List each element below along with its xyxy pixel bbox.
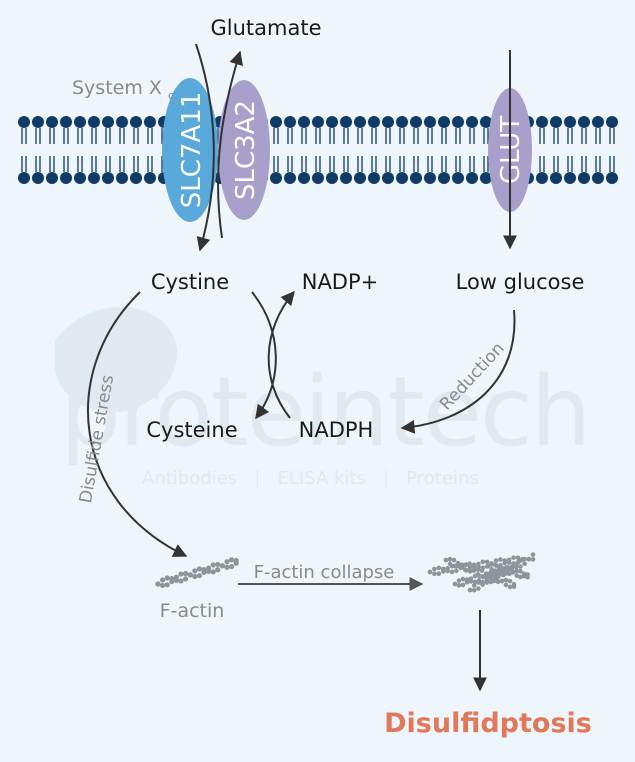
slc7a11-label: SLC7A11 [177,92,207,209]
low-glucose-label: Low glucose [456,270,585,294]
slc3a2-label: SLC3A2 [231,100,261,200]
nadph-to-nadp-arrow [267,290,295,419]
disulfidptosis-label: Disulfidptosis [384,708,592,739]
f-actin-label: F-actin [160,600,225,622]
cystine-to-cysteine-arrow [251,291,277,420]
f-actin-filament-icon [155,557,239,589]
watermark-logo-icon [55,306,178,413]
transporter-slc7a11: SLC7A11 [162,78,218,222]
svg-text:System X c -: System X c - [72,76,184,104]
watermark: proteintech ® Antibodies | ELISA kits | … [55,306,592,489]
glutamate-label: Glutamate [211,16,322,40]
reduction-arrow [400,309,516,434]
nadph-label: NADPH [299,418,374,442]
system-label-main: System X [72,77,162,99]
f-actin-collapse-label: F-actin collapse [254,562,395,583]
cystine-label: Cystine [151,270,229,294]
disulfide-stress-arrow [87,291,188,557]
system-xc-label: System X c - [72,76,184,104]
glutamate-export-arrow [217,50,243,239]
watermark-tagline: Antibodies | ELISA kits | Proteins [142,468,479,489]
transporter-slc3a2: SLC3A2 [218,80,270,220]
cysteine-label: Cysteine [146,418,237,442]
watermark-registered: ® [488,390,504,409]
system-label-superscript: - [180,76,184,89]
system-label-subscript: c [168,89,174,102]
cystine-import-arrow [195,43,215,252]
collapsed-actin-icon [427,552,536,593]
watermark-brand: proteintech [60,356,590,468]
nadp-plus-label: NADP+ [302,270,379,294]
